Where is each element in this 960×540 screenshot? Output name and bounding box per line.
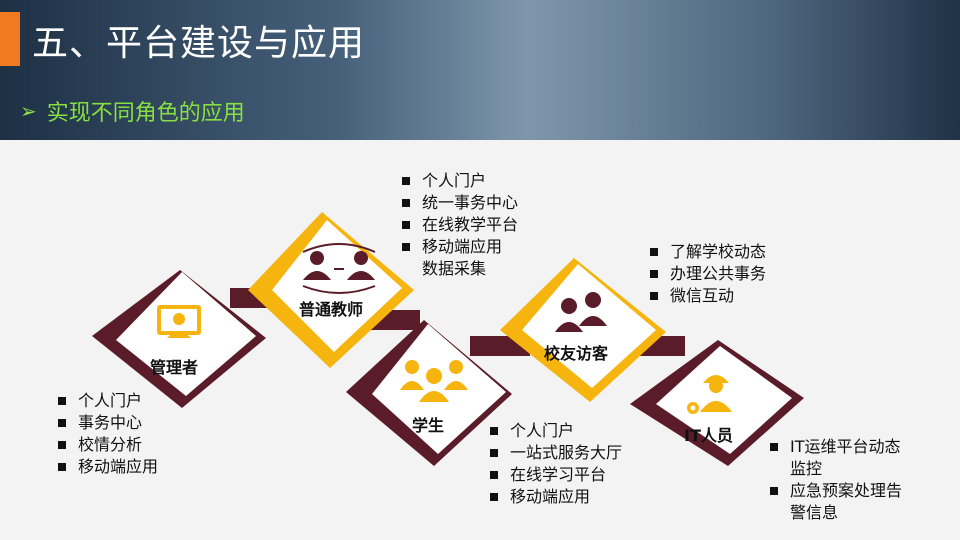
list-item: 移动端应用 xyxy=(400,236,518,258)
role-label-student: 学生 xyxy=(412,416,445,435)
list-item: 移动端应用 xyxy=(488,486,622,508)
roles-diagram-graphic xyxy=(92,212,804,466)
list-item: 在线教学平台 xyxy=(400,214,518,236)
role-label-teacher: 普通教师 xyxy=(299,300,364,319)
list-item-continuation: 监控 xyxy=(790,459,823,478)
list-item: 事务中心 xyxy=(56,412,158,434)
list-item: 个人门户 xyxy=(488,420,622,442)
list-item-continuation: 数据采集 xyxy=(422,259,487,278)
list-item: 校情分析 xyxy=(56,434,158,456)
subtitle-row: ➢ 实现不同角色的应用 xyxy=(20,96,245,126)
list-item: 应急预案处理告 xyxy=(768,480,902,502)
accent-bar xyxy=(0,12,20,66)
list-item: 微信互动 xyxy=(648,285,766,307)
role-label-it: IT人员 xyxy=(684,426,733,445)
list-item: 统一事务中心 xyxy=(400,192,518,214)
role-tile-it xyxy=(630,340,804,466)
role-tile-manager xyxy=(92,270,266,408)
list-item: 个人门户 xyxy=(56,390,158,412)
student-group-icon xyxy=(400,360,468,402)
list-item: IT运维平台动态 xyxy=(768,436,902,458)
list-item: 在线学习平台 xyxy=(488,464,622,486)
header-banner: 五、平台建设与应用 ➢ 实现不同角色的应用 xyxy=(0,0,960,140)
role-tile-student xyxy=(346,320,512,466)
roles-diagram: 管理者 普通教师 学生 校友访客 IT人员 个人门户 事务中心 校情分析 移动端… xyxy=(0,140,960,540)
presenter-board-icon xyxy=(157,305,201,338)
list-item: 一站式服务大厅 xyxy=(488,442,622,464)
manager-feature-list: 个人门户 事务中心 校情分析 移动端应用 xyxy=(56,390,158,478)
role-label-manager: 管理者 xyxy=(150,358,199,377)
page-title: 五、平台建设与应用 xyxy=(32,23,366,64)
list-item: 移动端应用 xyxy=(56,456,158,478)
it-worker-gear-icon xyxy=(687,375,732,414)
list-item: 了解学校动态 xyxy=(648,241,766,263)
chevron-right-icon: ➢ xyxy=(20,99,37,123)
role-label-alumni: 校友访客 xyxy=(544,344,609,363)
alumni-feature-list: 了解学校动态 办理公共事务 微信互动 xyxy=(648,241,766,307)
role-tile-teacher xyxy=(248,212,414,368)
teacher-feature-list: 个人门户 统一事务中心 在线教学平台 移动端应用 数据采集 xyxy=(400,170,518,280)
page-subtitle: 实现不同角色的应用 xyxy=(46,101,245,126)
it-feature-list: IT运维平台动态 监控 应急预案处理告 警信息 xyxy=(768,436,902,524)
list-item: 办理公共事务 xyxy=(648,263,766,285)
role-tile-alumni xyxy=(500,258,666,402)
student-feature-list: 个人门户 一站式服务大厅 在线学习平台 移动端应用 xyxy=(488,420,622,508)
list-item-continuation: 警信息 xyxy=(790,503,839,522)
list-item: 个人门户 xyxy=(400,170,518,192)
meeting-people-icon xyxy=(302,243,376,294)
visitors-icon xyxy=(555,292,607,332)
